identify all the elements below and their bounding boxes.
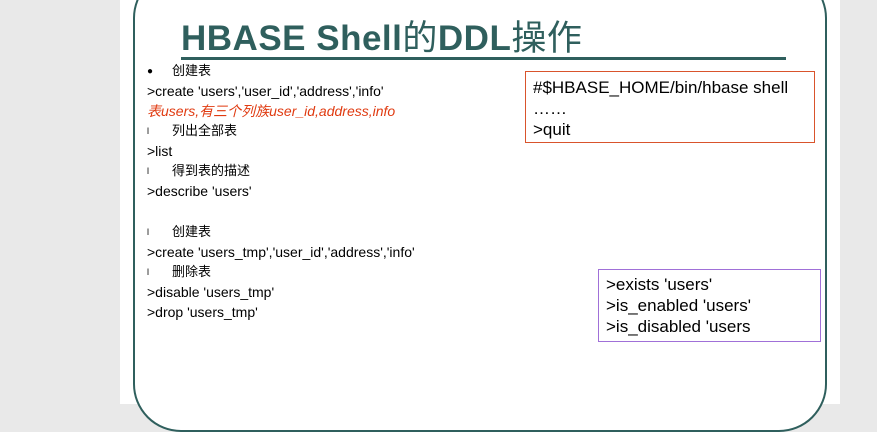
shell-box-line: …… bbox=[533, 99, 567, 118]
shell-box-line: #$HBASE_HOME/bin/hbase shell bbox=[533, 78, 789, 97]
slide-title: HBASE Shell的DDL操作 bbox=[181, 10, 582, 61]
code-line-describe: >describe 'users' bbox=[147, 183, 252, 199]
title-underline bbox=[181, 57, 786, 60]
bullet-square-icon: l bbox=[147, 227, 149, 237]
bullet-square-icon: l bbox=[147, 166, 149, 176]
code-line-drop: >drop 'users_tmp' bbox=[147, 304, 258, 320]
bullet-heading-delete-table: 删除表 bbox=[172, 264, 212, 279]
bullet-dot-icon: ● bbox=[147, 66, 154, 77]
code-line-list: >list bbox=[147, 143, 173, 159]
exists-box-line: >is_disabled 'users bbox=[606, 317, 751, 336]
title-latin-part: HBASE Shell bbox=[181, 19, 403, 58]
code-line-create-users: >create 'users','user_id','address','inf… bbox=[147, 83, 384, 99]
slide-frame bbox=[133, 0, 827, 432]
bullet-heading-create-table-2: 创建表 bbox=[172, 224, 212, 239]
exists-box-line: >is_enabled 'users' bbox=[606, 296, 751, 315]
bullet-heading-list-tables: 列出全部表 bbox=[172, 123, 238, 138]
bullet-heading-describe: 得到表的描述 bbox=[172, 163, 251, 178]
bullet-heading-create-table: 创建表 bbox=[172, 63, 212, 78]
title-cjk-part-2: 操作 bbox=[511, 19, 583, 58]
exists-box-line: >exists 'users' bbox=[606, 275, 713, 294]
bullet-square-icon: l bbox=[147, 126, 149, 136]
title-latin-part-2: DDL bbox=[437, 19, 512, 58]
shell-command-box: #$HBASE_HOME/bin/hbase shell …… >quit bbox=[525, 71, 815, 143]
code-line-create-users-tmp: >create 'users_tmp','user_id','address',… bbox=[147, 244, 415, 260]
shell-box-line: >quit bbox=[533, 120, 571, 139]
bullet-square-icon: l bbox=[147, 267, 149, 277]
exists-command-box: >exists 'users' >is_enabled 'users' >is_… bbox=[598, 269, 821, 342]
title-cjk-part-1: 的 bbox=[402, 19, 438, 58]
note-line-users-families: 表users,有三个列族user_id,address,info bbox=[147, 103, 396, 119]
code-line-disable: >disable 'users_tmp' bbox=[147, 284, 275, 300]
